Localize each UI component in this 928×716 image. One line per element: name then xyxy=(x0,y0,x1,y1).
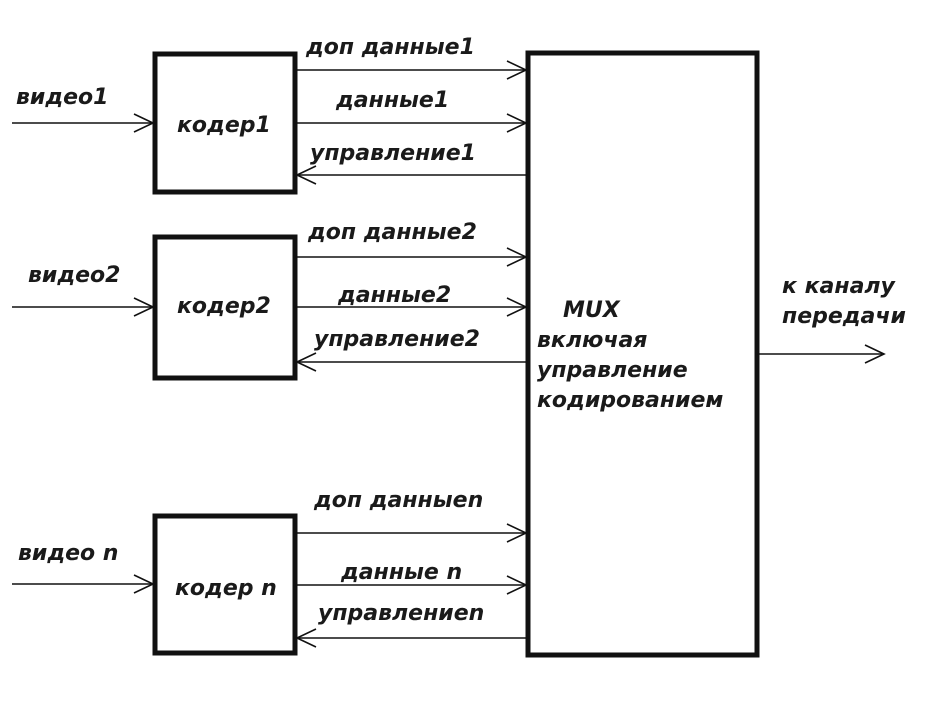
control-label-1: управление1 xyxy=(310,141,476,166)
encoder-label-2: кодер2 xyxy=(177,294,271,319)
extra-data-label-1: доп данные1 xyxy=(306,35,475,60)
encoder-label-n: кодер n xyxy=(175,576,277,601)
data-arrow-2 xyxy=(295,297,528,317)
mux-label: MUX включая управление кодированием xyxy=(537,296,723,416)
data-label-n: данные n xyxy=(341,560,463,585)
input-arrow-1 xyxy=(12,113,155,133)
mux-line-3: управление xyxy=(537,358,688,383)
mux-line-4: кодированием xyxy=(537,388,724,413)
output-line-1: к каналу xyxy=(782,274,895,299)
encoder-n-box xyxy=(152,513,298,656)
encoder-2-box xyxy=(152,234,298,381)
mux-line-2: включая xyxy=(537,328,648,353)
extra-data-arrow-2 xyxy=(295,247,528,267)
control-arrow-2 xyxy=(295,352,528,372)
input-label-1: видео1 xyxy=(16,85,109,110)
control-label-2: управление2 xyxy=(314,327,480,352)
input-label-2: видео2 xyxy=(28,263,121,288)
data-arrow-n xyxy=(295,575,528,595)
output-label: к каналу передачи xyxy=(782,272,906,332)
output-line-2: передачи xyxy=(782,304,906,329)
extra-data-label-n: доп данныеn xyxy=(314,488,484,513)
data-arrow-1 xyxy=(295,113,528,133)
input-arrow-n xyxy=(12,574,155,594)
mux-box xyxy=(525,50,760,658)
input-arrow-2 xyxy=(12,297,155,317)
control-arrow-1 xyxy=(295,165,528,185)
data-label-1: данные1 xyxy=(336,88,450,113)
extra-data-arrow-n xyxy=(295,523,528,543)
encoder-label-1: кодер1 xyxy=(177,113,271,138)
encoder-1-box xyxy=(152,51,298,195)
output-arrow xyxy=(757,344,886,364)
extra-data-arrow-1 xyxy=(295,60,528,80)
control-label-n: управлениеn xyxy=(318,601,485,626)
data-label-2: данные2 xyxy=(338,283,452,308)
control-arrow-n xyxy=(295,628,528,648)
mux-title: MUX xyxy=(563,298,620,323)
input-label-n: видео n xyxy=(18,541,119,566)
extra-data-label-2: доп данные2 xyxy=(308,220,477,245)
